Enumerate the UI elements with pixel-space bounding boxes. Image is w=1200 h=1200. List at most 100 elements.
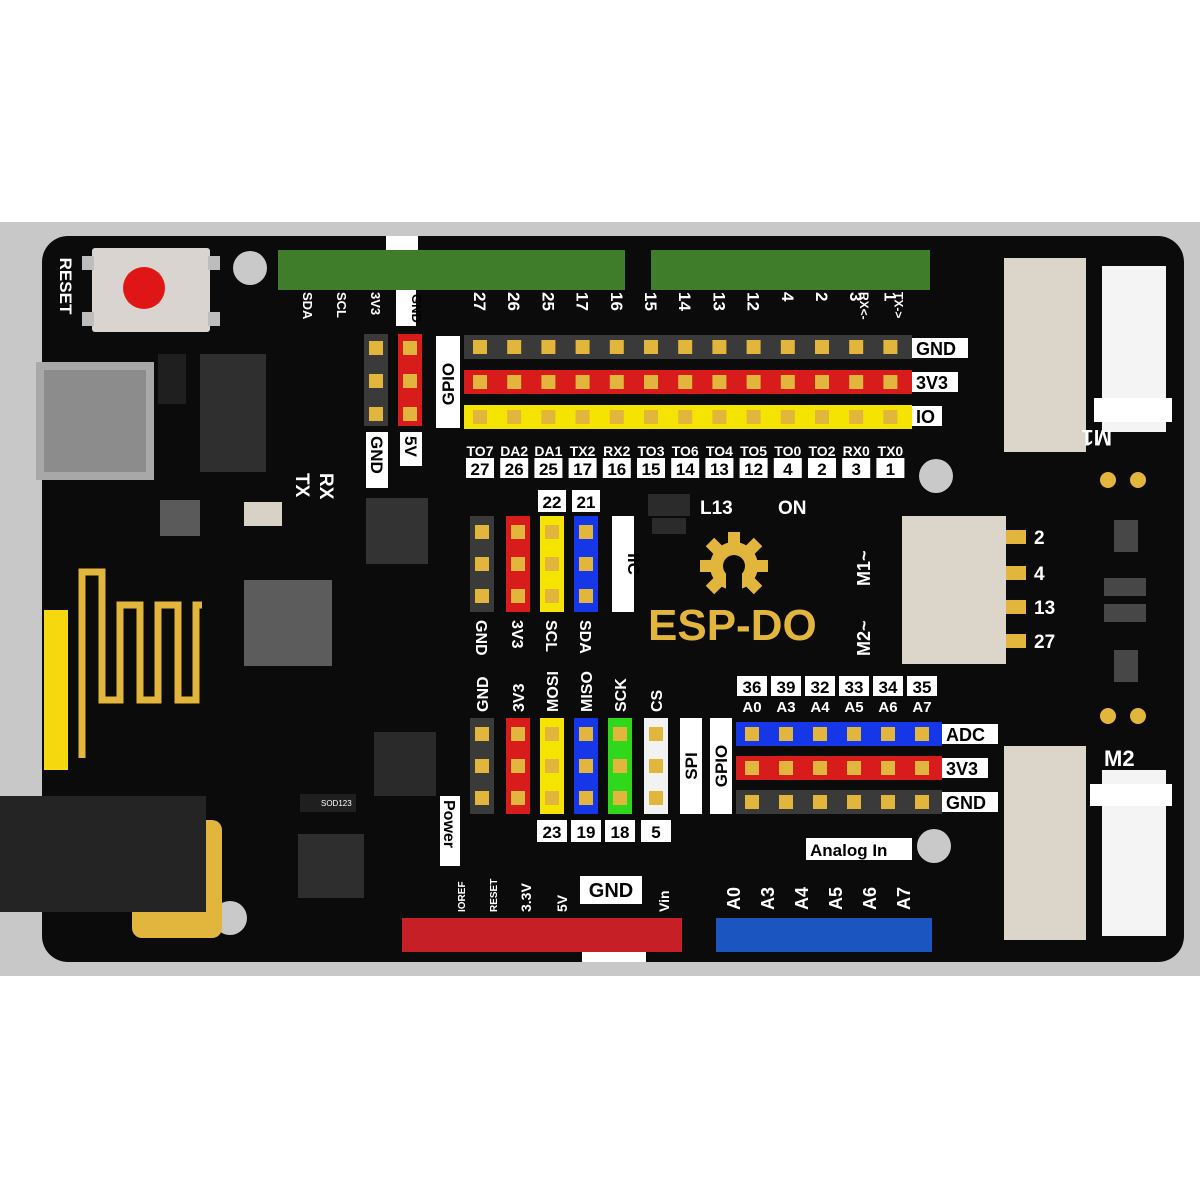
pin <box>473 340 487 354</box>
pin <box>545 759 559 773</box>
pin <box>575 410 590 424</box>
pin <box>678 375 693 389</box>
gpio-row-gnd-label: GND <box>916 339 956 359</box>
analog-row-gnd-label: GND <box>946 793 986 813</box>
iic-label: IIC <box>624 553 643 575</box>
analog-row-3v3 <box>736 756 942 780</box>
pin <box>579 791 593 805</box>
pin <box>579 525 593 539</box>
pin <box>745 727 759 741</box>
gpio-number-label: 2 <box>817 460 826 479</box>
l13-label: L13 <box>700 498 733 519</box>
gpio-number-label: 13 <box>710 460 729 479</box>
top-left-pin-label: SCL <box>334 292 349 318</box>
pin <box>712 340 727 354</box>
pin <box>475 791 489 805</box>
analog-number-box <box>737 676 767 696</box>
motor-pin-label: 2 <box>1034 528 1045 549</box>
pin <box>545 727 559 741</box>
power-pin-label: RESET <box>489 879 500 912</box>
top-right-pin-label: 3 <box>846 292 865 301</box>
analog-in-pin-label: A4 <box>792 887 812 910</box>
gpio-label: GPIO <box>439 363 458 406</box>
pin <box>511 557 525 571</box>
pin <box>511 589 525 603</box>
gpio-function-label: TO4 <box>706 443 733 459</box>
gpio-function-label: RX0 <box>843 443 870 459</box>
pin <box>779 727 793 741</box>
pin <box>475 525 489 539</box>
analog-number-label: 39 <box>777 678 796 697</box>
top-right-pin-label: 25 <box>538 292 557 311</box>
top-right-pin-label: 2 <box>812 292 831 301</box>
analog-gpio-label: GPIO <box>712 745 731 788</box>
pin <box>507 340 522 354</box>
pin <box>815 375 829 389</box>
power-pin-label: IOREF <box>457 881 468 912</box>
pin <box>678 340 693 354</box>
power-label: Power <box>440 800 457 848</box>
pin-layer <box>369 340 929 809</box>
pin <box>644 340 658 354</box>
analog-number-box <box>907 676 937 696</box>
pin <box>649 791 663 805</box>
reset-button[interactable] <box>82 248 220 332</box>
iic-pin-label: SCL <box>542 620 559 652</box>
pin <box>915 795 929 809</box>
analog-name-label: A7 <box>912 699 931 716</box>
pin <box>475 557 489 571</box>
pin <box>545 525 559 539</box>
gpio-number-label: 14 <box>676 460 695 479</box>
pin <box>779 761 793 775</box>
motor-pin-label: 13 <box>1034 598 1055 619</box>
analog-number-box <box>839 676 869 696</box>
pin <box>813 761 827 775</box>
analog-number-label: 34 <box>879 678 898 697</box>
spi-number-box <box>571 820 601 842</box>
gpio-function-label: TO7 <box>467 443 494 459</box>
gpio-number-box <box>500 458 529 478</box>
pin <box>541 410 556 424</box>
pin <box>745 795 759 809</box>
rx-tx-label: TX-> <box>891 292 905 318</box>
gpio-function-label: TX2 <box>570 443 596 459</box>
gpio-number-label: 25 <box>539 460 558 479</box>
header-top-key <box>386 236 418 250</box>
pin <box>403 374 417 388</box>
m2-label: M2 <box>1104 746 1135 771</box>
analog-name-label: A6 <box>878 699 897 716</box>
iic-number-box <box>538 490 566 512</box>
pin <box>712 375 727 389</box>
gpio-function-label: DA1 <box>534 443 562 459</box>
gnd-box <box>580 876 642 904</box>
pin <box>815 410 829 424</box>
top-right-pin-label: 4 <box>778 292 797 302</box>
pin <box>575 340 590 354</box>
spi-label: SPI <box>682 752 701 779</box>
gpio-number-box <box>671 458 700 478</box>
antenna <box>44 568 202 770</box>
gpio-number-label: 15 <box>642 460 661 479</box>
logo-gear-icon <box>700 532 768 600</box>
pin <box>613 791 627 805</box>
pin <box>847 761 861 775</box>
power-pin-label: 3.3V <box>518 883 534 912</box>
pin <box>403 341 417 355</box>
pin <box>579 759 593 773</box>
pin <box>881 761 895 775</box>
analog-in-pin-label: A3 <box>758 887 778 910</box>
spi-number-label: 18 <box>611 823 630 842</box>
analog-name-label: A5 <box>844 699 863 716</box>
diode-label: SOD123 <box>321 799 352 808</box>
pin <box>609 340 624 354</box>
gpio-number-box <box>534 458 563 478</box>
top-right-pin-label: 17 <box>573 292 592 311</box>
top-right-pin-label: 27 <box>470 292 489 311</box>
top-right-pin-label: 1 <box>880 292 899 301</box>
